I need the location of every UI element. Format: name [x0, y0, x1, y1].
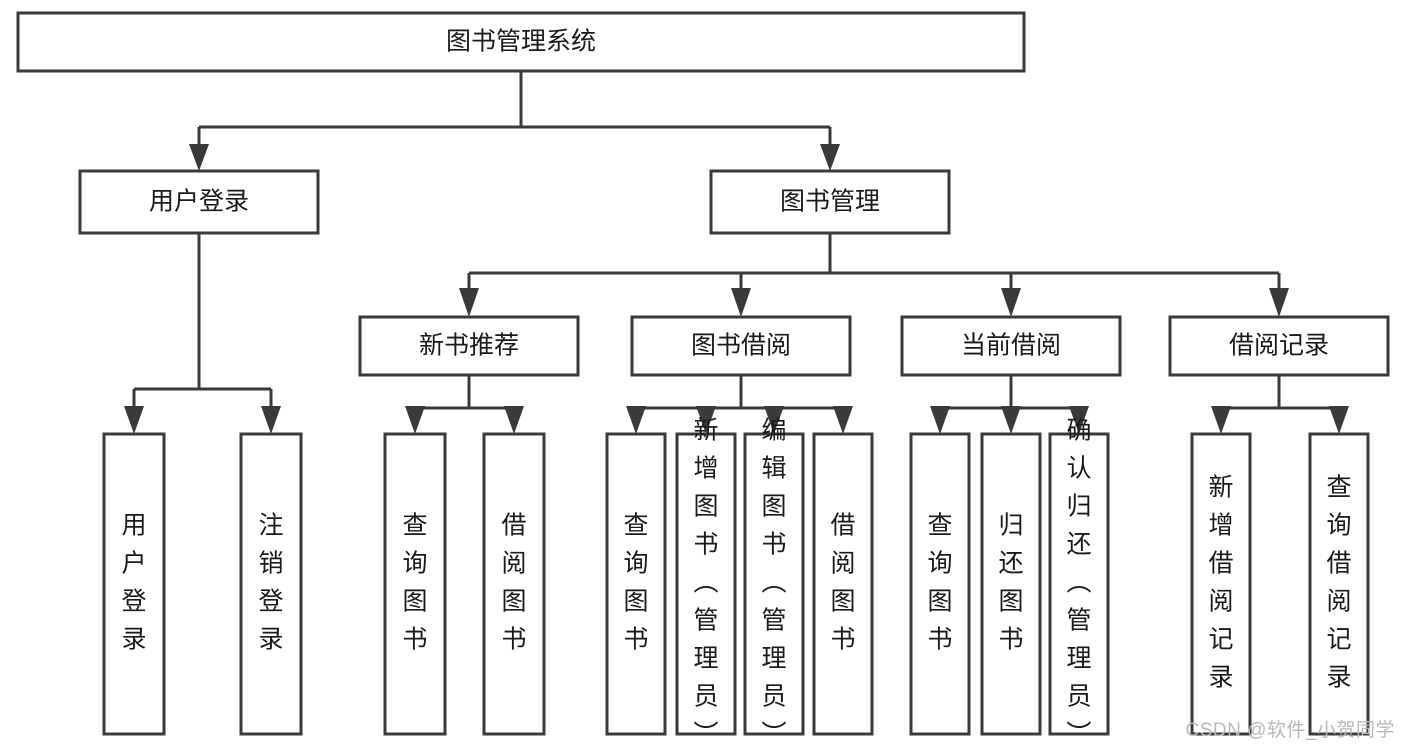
node-root-book-management-system[interactable]: 图书管理系统 — [16, 11, 1026, 73]
node-leaf-add-borrow-record[interactable]: 新增借阅记录 — [1190, 432, 1252, 736]
node-label: 查询借阅记录 — [1326, 474, 1351, 692]
node-leaf-borrow-book-newbook[interactable]: 借阅图书 — [482, 432, 546, 736]
node-leaf-confirm-return-admin[interactable]: 确认归还︵管理员︶ — [1048, 417, 1110, 747]
node-label: 当前借阅 — [961, 332, 1061, 360]
node-current-borrow[interactable]: 当前借阅 — [900, 315, 1122, 377]
node-box — [239, 432, 303, 736]
arrow-head-icon — [124, 406, 144, 434]
node-box — [1048, 432, 1110, 736]
node-book-management[interactable]: 图书管理 — [709, 169, 951, 235]
node-leaf-search-borrow-record[interactable]: 查询借阅记录 — [1308, 432, 1370, 736]
node-leaf-return-book[interactable]: 归还图书 — [980, 432, 1042, 736]
node-box — [709, 169, 951, 235]
node-box — [383, 432, 447, 736]
node-leaf-user-login[interactable]: 用户登录 — [102, 432, 166, 736]
node-box — [675, 432, 737, 736]
arrow-head-icon — [1001, 288, 1021, 317]
node-box — [1168, 315, 1390, 377]
arrow-head-icon — [504, 406, 524, 434]
arrow-head-icon — [1269, 288, 1289, 317]
node-label: 注销登录 — [258, 512, 283, 654]
arrow-head-icon — [820, 144, 840, 171]
node-new-book-recommend[interactable]: 新书推荐 — [358, 315, 580, 377]
node-book-borrow[interactable]: 图书借阅 — [630, 315, 852, 377]
node-label: 借阅记录 — [1229, 332, 1329, 360]
node-leaf-search-book-borrow[interactable]: 查询图书 — [605, 432, 667, 736]
node-label: 图书借阅 — [691, 332, 791, 360]
node-label: 编辑图书︵管理员︶ — [761, 417, 786, 747]
node-box — [743, 432, 805, 736]
arrow-head-icon — [261, 406, 281, 434]
node-box — [909, 432, 971, 736]
node-box — [900, 315, 1122, 377]
arrow-head-icon — [1069, 406, 1089, 434]
node-label: 归还图书 — [998, 512, 1023, 654]
connector-record-to-leaves — [1211, 375, 1349, 434]
node-leaf-add-book-admin[interactable]: 新增图书︵管理员︶ — [675, 417, 737, 747]
node-label: 新书推荐 — [419, 332, 519, 360]
node-leaf-logout[interactable]: 注销登录 — [239, 432, 303, 736]
node-user-login[interactable]: 用户登录 — [78, 169, 320, 235]
node-label: 新增图书︵管理员︶ — [693, 417, 718, 747]
connector-borrow-to-leaves — [626, 375, 853, 434]
node-label: 查询图书 — [927, 512, 952, 654]
node-box — [78, 169, 320, 235]
connector-userlogin-to-leaves — [124, 233, 281, 434]
connector-bookmgmt-to-level3 — [459, 233, 1289, 317]
arrow-head-icon — [1211, 406, 1231, 434]
node-label: 借阅图书 — [501, 512, 526, 654]
arrow-head-icon — [189, 144, 209, 171]
node-box — [358, 315, 580, 377]
arrow-head-icon — [459, 288, 479, 317]
arrow-head-icon — [1001, 406, 1021, 434]
arrow-head-icon — [930, 406, 950, 434]
node-leaf-borrow-book[interactable]: 借阅图书 — [812, 432, 874, 736]
node-box — [102, 432, 166, 736]
node-leaf-search-book-current[interactable]: 查询图书 — [909, 432, 971, 736]
connector-newbook-to-leaves — [405, 375, 524, 434]
node-leaf-edit-book-admin[interactable]: 编辑图书︵管理员︶ — [743, 417, 805, 747]
node-label: 用户登录 — [149, 188, 249, 216]
arrow-head-icon — [626, 406, 646, 434]
node-box — [482, 432, 546, 736]
arrow-head-icon — [696, 406, 716, 434]
node-box — [980, 432, 1042, 736]
node-label: 确认归还︵管理员︶ — [1066, 417, 1091, 747]
arrow-head-icon — [1329, 406, 1349, 434]
node-label: 查询图书 — [623, 512, 648, 654]
node-borrow-record[interactable]: 借阅记录 — [1168, 315, 1390, 377]
node-leaf-search-book-newbook[interactable]: 查询图书 — [383, 432, 447, 736]
node-label: 图书管理系统 — [446, 28, 596, 56]
node-label: 借阅图书 — [830, 512, 855, 654]
node-box — [16, 11, 1026, 73]
arrow-head-icon — [405, 406, 425, 434]
node-box — [1190, 432, 1252, 736]
node-label: 用户登录 — [121, 512, 146, 654]
node-label: 新增借阅记录 — [1208, 474, 1233, 692]
node-label: 图书管理 — [780, 188, 880, 216]
arrow-head-icon — [731, 288, 751, 317]
connector-current-to-leaves — [930, 375, 1089, 434]
node-box — [630, 315, 852, 377]
node-box — [1308, 432, 1370, 736]
arrow-head-icon — [764, 406, 784, 434]
connector-root-to-level2 — [189, 71, 840, 171]
node-box — [812, 432, 874, 736]
node-box — [605, 432, 667, 736]
arrow-head-icon — [833, 406, 853, 434]
node-label: 查询图书 — [402, 512, 427, 654]
